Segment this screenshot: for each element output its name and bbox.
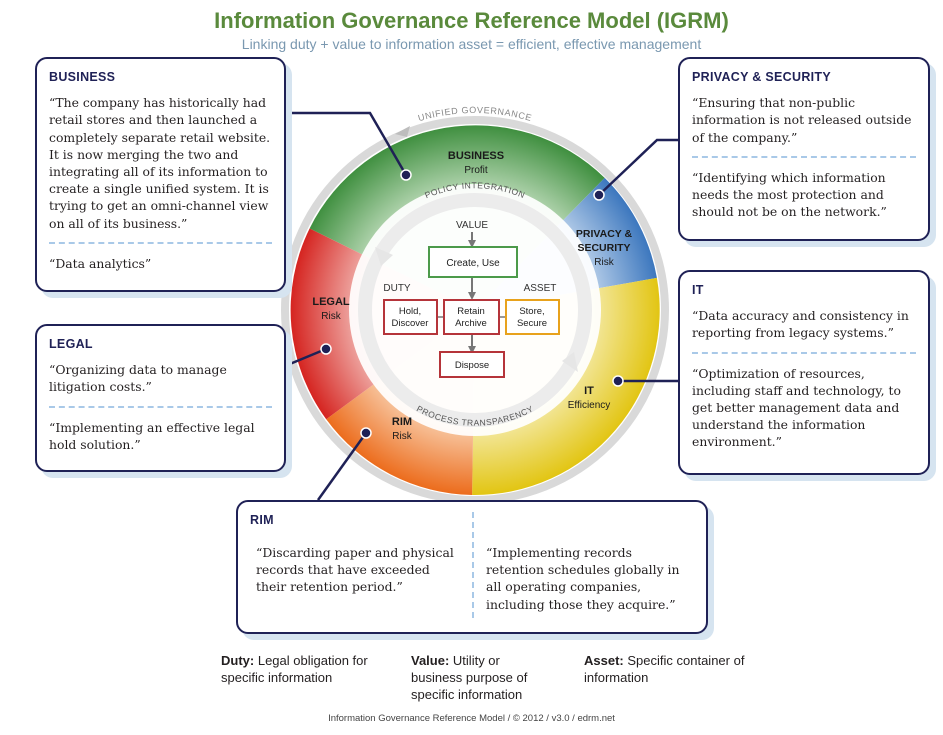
legal-card-heading: LEGAL: [49, 337, 93, 351]
unified-arrow-icon: [395, 126, 410, 137]
segment-sub-business: Profit: [464, 165, 488, 176]
privacy-card: PRIVACY & SECURITY “Ensuring that non-pu…: [678, 57, 930, 241]
store-text-1: Store,: [519, 306, 544, 317]
business-quote-2: “Data analytics”: [49, 255, 152, 271]
connector-dot-it: [612, 375, 624, 387]
privacy-quote-2: “Identifying which information needs the…: [692, 169, 887, 220]
legal-card: LEGAL “Organizing data to manage litigat…: [35, 324, 286, 472]
legend-duty: Duty: Legal obligation for specific info…: [221, 652, 381, 686]
connector-privacy: [598, 138, 680, 196]
hold-text-1: Hold,: [399, 306, 421, 317]
privacy-divider: [692, 155, 916, 158]
legal-quote-2: “Implementing an effective legal hold so…: [49, 419, 255, 452]
duty-label: DUTY: [383, 283, 411, 294]
footer-credit: Information Governance Reference Model /…: [328, 713, 615, 724]
connector-business: [285, 111, 408, 176]
page-title: Information Governance Reference Model (…: [214, 8, 729, 33]
connector-dot-rim: [360, 427, 372, 439]
business-card: BUSINESS “The company has historically h…: [35, 57, 286, 292]
legend-duty-def: Legal obligation for specific informatio…: [221, 653, 368, 685]
business-card-heading: BUSINESS: [49, 70, 116, 84]
rim-quote-2: “Implementing records retention schedule…: [486, 545, 680, 612]
business-quote-1: “The company has historically had retail…: [49, 95, 271, 231]
segment-label-privacy-2: SECURITY: [577, 242, 630, 254]
segment-label-rim: RIM: [392, 416, 412, 428]
segment-sub-privacy: Risk: [594, 257, 614, 268]
process-ring: [358, 193, 592, 427]
store-secure-box: [505, 299, 560, 335]
legend-asset-term: Asset:: [584, 653, 624, 668]
create-use-box: [428, 246, 518, 278]
legend-asset-def: Specific container of information: [584, 653, 745, 685]
connector-rim: [316, 432, 368, 501]
store-text-2: Secure: [517, 318, 547, 329]
legend-value-term: Value:: [411, 653, 450, 668]
rim-divider: [472, 512, 474, 618]
connector-legal: [284, 347, 327, 368]
it-quote-2: “Optimization of resources, including st…: [692, 365, 901, 450]
privacy-card-heading: PRIVACY & SECURITY: [692, 70, 831, 84]
it-card-heading: IT: [692, 283, 704, 297]
retain-text-1: Retain: [457, 306, 484, 317]
segment-sub-it: Efficiency: [568, 400, 611, 411]
connector-dot-privacy: [593, 189, 605, 201]
page-subtitle: Linking duty + value to information asse…: [241, 36, 702, 52]
hold-text-2: Discover: [392, 318, 429, 329]
legend-asset: Asset: Specific container of information: [584, 652, 749, 686]
create-use-text: Create, Use: [446, 258, 500, 269]
it-divider: [692, 351, 916, 354]
dispose-box: [439, 351, 505, 378]
rim-quote-1: “Discarding paper and physical records t…: [256, 545, 454, 595]
retain-archive-box: [443, 299, 500, 335]
dispose-text: Dispose: [455, 360, 489, 371]
segment-label-business: BUSINESS: [448, 150, 504, 162]
rim-card-heading: RIM: [250, 513, 274, 527]
connector-dot-legal: [320, 343, 332, 355]
retain-text-2: Archive: [455, 318, 487, 329]
legal-quote-1: “Organizing data to manage litigation co…: [49, 362, 227, 395]
connector-dot-business: [400, 169, 412, 181]
segment-label-privacy-1: PRIVACY &: [576, 228, 633, 240]
it-card: IT “Data accuracy and consistency in rep…: [678, 270, 930, 475]
value-label: VALUE: [456, 220, 488, 231]
segment-sub-legal: Risk: [321, 311, 341, 322]
it-quote-1: “Data accuracy and consistency in report…: [692, 308, 909, 341]
rim-card: RIM “Discarding paper and physical recor…: [236, 500, 708, 634]
privacy-quote-1: “Ensuring that non-public information is…: [692, 95, 912, 145]
segment-label-it: IT: [584, 385, 594, 397]
legend-value: Value: Utility or business purpose of sp…: [411, 652, 551, 703]
segment-label-legal: LEGAL: [312, 296, 350, 308]
business-divider: [49, 241, 272, 244]
legal-divider: [49, 405, 272, 408]
ring-arrow-right: [562, 352, 578, 372]
legend-value-def: Utility or business purpose of specific …: [411, 653, 528, 702]
legend-duty-term: Duty:: [221, 653, 255, 668]
segment-sub-rim: Risk: [392, 431, 412, 442]
hold-discover-box: [383, 299, 438, 335]
asset-label: ASSET: [524, 283, 557, 294]
ring-arrow-left: [375, 247, 393, 266]
